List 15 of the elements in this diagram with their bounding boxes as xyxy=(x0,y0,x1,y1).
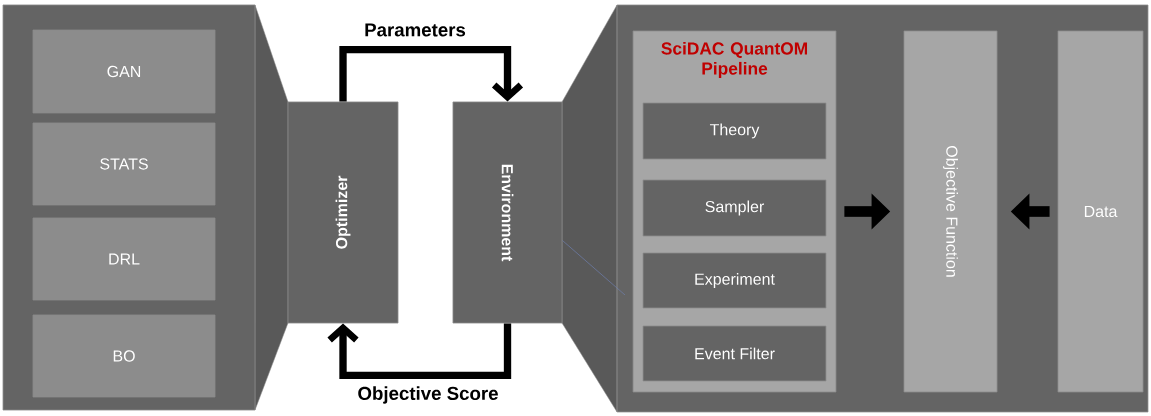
optimizer-box: Optimizer xyxy=(287,101,399,324)
method-box: GAN xyxy=(32,29,216,114)
data-box: Data xyxy=(1057,30,1144,393)
stage-box: Event Filter xyxy=(642,325,827,382)
objective-function-box: Objective Function xyxy=(903,30,998,393)
connector-line xyxy=(562,240,626,296)
edge-label: Objective Score xyxy=(356,384,500,405)
method-box: DRL xyxy=(32,217,216,301)
method-box: STATS xyxy=(32,122,216,206)
stage-box: Sampler xyxy=(642,179,827,237)
stage-box: Theory xyxy=(642,102,827,160)
stage-box: Experiment xyxy=(642,252,827,309)
method-box: BO xyxy=(32,314,216,398)
edge-label: Parameters xyxy=(362,22,468,38)
environment-box: Environment xyxy=(452,101,563,324)
